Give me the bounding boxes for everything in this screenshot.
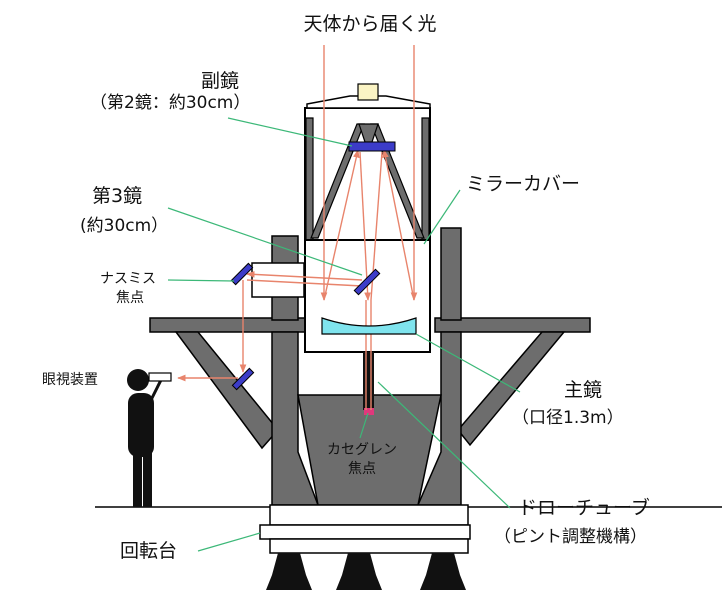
- primary-mirror-mark: [321, 317, 417, 335]
- light-rays: [177, 45, 418, 410]
- draw-tube-body: [363, 352, 374, 410]
- label-primary-mirror-detail: （口径1.3m）: [512, 408, 624, 428]
- observer-figure: [127, 369, 164, 507]
- label-secondary-mirror-detail: （第2鏡：約30cm）: [90, 93, 251, 113]
- label-draw-tube: ドローチューブ: [518, 497, 650, 519]
- eyepiece-diagonal-mirror: [231, 367, 255, 391]
- label-eyepiece: 眼視装置: [42, 372, 98, 388]
- top-camera-box: [357, 83, 379, 101]
- label-tertiary-mirror-detail: (約30cm）: [80, 216, 169, 236]
- label-nasmyth-focus-2: 焦点: [116, 290, 144, 306]
- cassegrain-focus-mark: [364, 408, 374, 415]
- feet: [266, 553, 466, 590]
- mirrors: [230, 141, 417, 391]
- turntable-base: [259, 504, 471, 554]
- label-turntable: 回転台: [120, 540, 178, 562]
- label-secondary-mirror: 副鏡: [200, 70, 239, 92]
- tertiary-mirror-mark: [353, 268, 381, 296]
- secondary-mirror-mark: [348, 141, 396, 152]
- right-support: [416, 227, 591, 506]
- label-draw-tube-detail: （ピント調整機構）: [494, 527, 647, 547]
- label-cassegrain-focus-1: カセグレン: [327, 442, 397, 458]
- eyepiece-body: [148, 372, 172, 382]
- label-incoming-light: 天体から届く光: [303, 13, 437, 35]
- label-primary-mirror: 主鏡: [564, 379, 603, 401]
- label-cassegrain-focus-2: 焦点: [348, 461, 376, 477]
- left-support: [149, 235, 320, 506]
- label-nasmyth-focus-1: ナスミス: [100, 271, 156, 287]
- nasmyth-port: [251, 262, 305, 298]
- label-mirror-cover: ミラーカバー: [466, 173, 581, 195]
- leader-lines: [167, 117, 521, 552]
- label-tertiary-mirror: 第3鏡: [92, 185, 143, 207]
- top-ring: [306, 95, 431, 109]
- nasmyth-diagonal-mirror: [230, 262, 254, 286]
